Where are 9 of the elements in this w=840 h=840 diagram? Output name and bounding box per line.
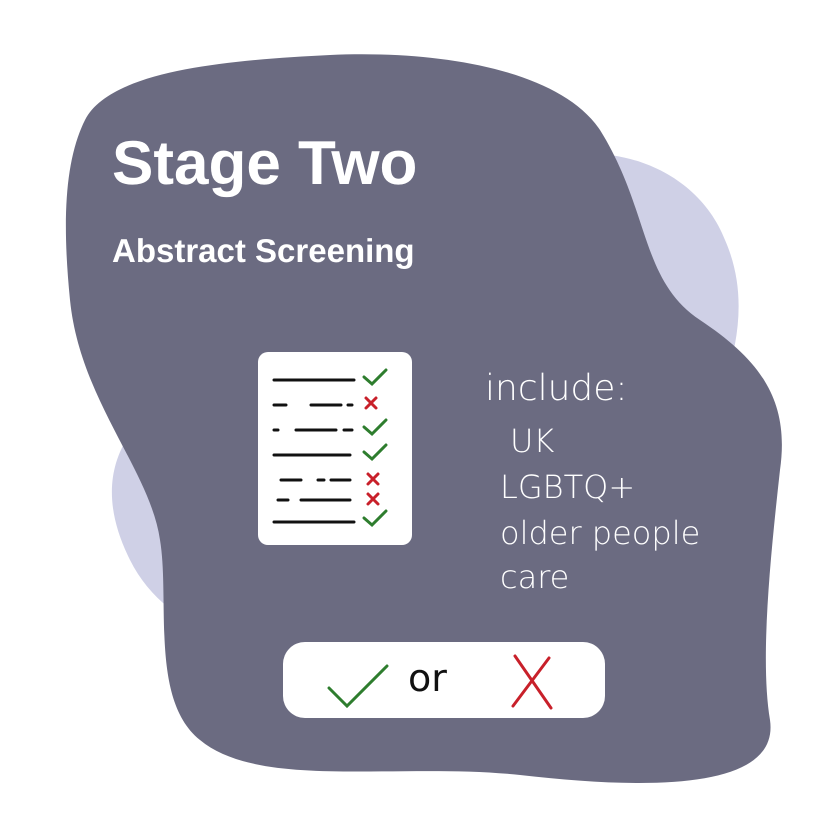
criteria-item: LGBTQ+: [500, 468, 636, 506]
criteria-item: older people: [500, 514, 700, 552]
title: Stage Two: [112, 128, 418, 199]
criteria-heading: include:: [485, 368, 628, 409]
subtitle: Abstract Screening: [112, 232, 415, 270]
criteria-item: UK: [510, 422, 554, 460]
choice-panel: [283, 642, 605, 718]
criteria-item: care: [500, 558, 570, 596]
choice-word: or: [408, 656, 447, 700]
